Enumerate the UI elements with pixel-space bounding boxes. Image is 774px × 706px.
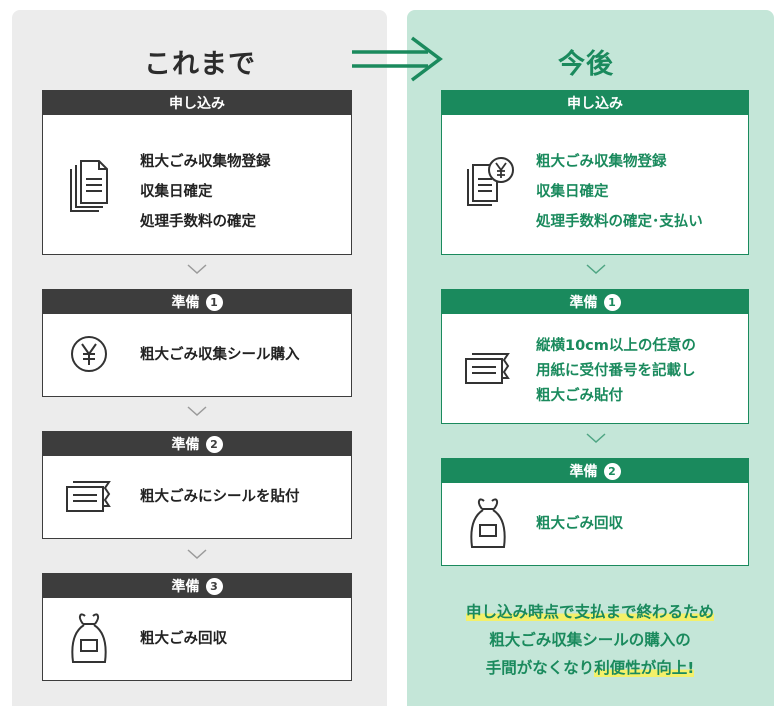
after-title: 今後	[558, 49, 614, 80]
text-line: 用紙に受付番号を記載し	[536, 363, 696, 379]
card-header-label: 準備	[171, 579, 200, 595]
before-card-prep-1: 準備 1 粗大ごみ収集シール購入	[42, 289, 352, 397]
documents-icon	[70, 160, 108, 212]
card-header: 準備 1	[43, 290, 351, 314]
summary-line-3: 手間がなくなり	[485, 659, 595, 677]
text-line: 粗大ごみ収集物登録	[536, 154, 667, 170]
benefit-summary: 申し込み時点で支払まで終わるため 粗大ごみ収集シールの購入の 手間がなくなり利便…	[420, 598, 760, 682]
step-number-badge: 1	[603, 293, 621, 311]
chevron-down-icon	[586, 264, 606, 275]
card-text: 粗大ごみ回収	[140, 631, 227, 647]
yen-coin-icon	[71, 336, 107, 372]
chevron-down-icon	[187, 264, 207, 275]
after-card-prep-2: 準備 2 粗大ごみ回収	[441, 458, 749, 566]
summary-line-3-highlight: 利便性が向上!	[594, 659, 695, 677]
card-text: 粗大ごみ収集物登録 収集日確定 処理手数料の確定･支払い	[536, 147, 703, 237]
step-number-badge: 2	[205, 435, 223, 453]
chevron-down-icon	[586, 433, 606, 444]
card-text: 縦横10cm以上の任意の 用紙に受付番号を記載し 粗大ごみ貼付	[536, 334, 696, 409]
card-header: 準備 1	[442, 290, 748, 314]
card-text: 粗大ごみ回収	[536, 516, 623, 532]
card-header: 準備 3	[43, 574, 351, 598]
card-text: 粗大ごみ収集シール購入	[140, 347, 300, 363]
card-header: 準備 2	[442, 459, 748, 483]
card-text: 粗大ごみにシールを貼付	[140, 489, 300, 505]
transition-arrow-icon	[352, 36, 443, 82]
garbage-bag-icon	[71, 613, 107, 663]
card-header-label: 準備	[569, 464, 598, 480]
card-header: 申し込み	[442, 91, 748, 115]
summary-line-2: 粗大ごみ収集シールの購入の	[489, 631, 691, 649]
card-header-label: 申し込み	[169, 96, 225, 112]
text-line: 粗大ごみ収集物登録	[140, 154, 271, 170]
card-header-label: 準備	[569, 295, 598, 311]
step-number-badge: 1	[205, 293, 223, 311]
text-line: 収集日確定	[140, 184, 213, 200]
step-number-badge: 3	[205, 577, 223, 595]
sticker-icon	[465, 353, 510, 384]
sticker-icon	[66, 481, 111, 512]
text-line: 縦横10cm以上の任意の	[536, 338, 696, 354]
summary-line-1: 申し込み時点で支払まで終わるため	[465, 603, 714, 621]
text-line: 粗大ごみ貼付	[536, 388, 623, 404]
card-header-label: 申し込み	[567, 96, 623, 112]
text-line: 処理手数料の確定	[140, 214, 256, 230]
card-header-label: 準備	[171, 437, 200, 453]
card-header-label: 準備	[171, 295, 200, 311]
after-card-prep-1: 準備 1 縦横10cm以上の任意の 用紙に受付番号を記載し 粗大ごみ貼付	[441, 289, 749, 424]
step-number-badge: 2	[603, 462, 621, 480]
chevron-down-icon	[187, 406, 207, 417]
card-text: 粗大ごみ収集物登録 収集日確定 処理手数料の確定	[140, 147, 271, 237]
garbage-bag-icon	[470, 498, 506, 548]
card-header: 申し込み	[43, 91, 351, 115]
before-title: これまで	[144, 49, 256, 80]
document-yen-icon	[467, 157, 514, 206]
before-card-application: 申し込み 粗大ごみ収集物登録 収集日確定 処理手数料の確定	[42, 90, 352, 255]
before-card-prep-2: 準備 2 粗大ごみにシールを貼付	[42, 431, 352, 539]
after-card-application: 申し込み 粗大ごみ収集物登録 収集日確定 処理手数料の確定･支払い	[441, 90, 749, 255]
chevron-down-icon	[187, 549, 207, 560]
before-card-prep-3: 準備 3 粗大ごみ回収	[42, 573, 352, 681]
text-line: 処理手数料の確定･支払い	[536, 214, 703, 230]
card-header: 準備 2	[43, 432, 351, 456]
text-line: 収集日確定	[536, 184, 609, 200]
